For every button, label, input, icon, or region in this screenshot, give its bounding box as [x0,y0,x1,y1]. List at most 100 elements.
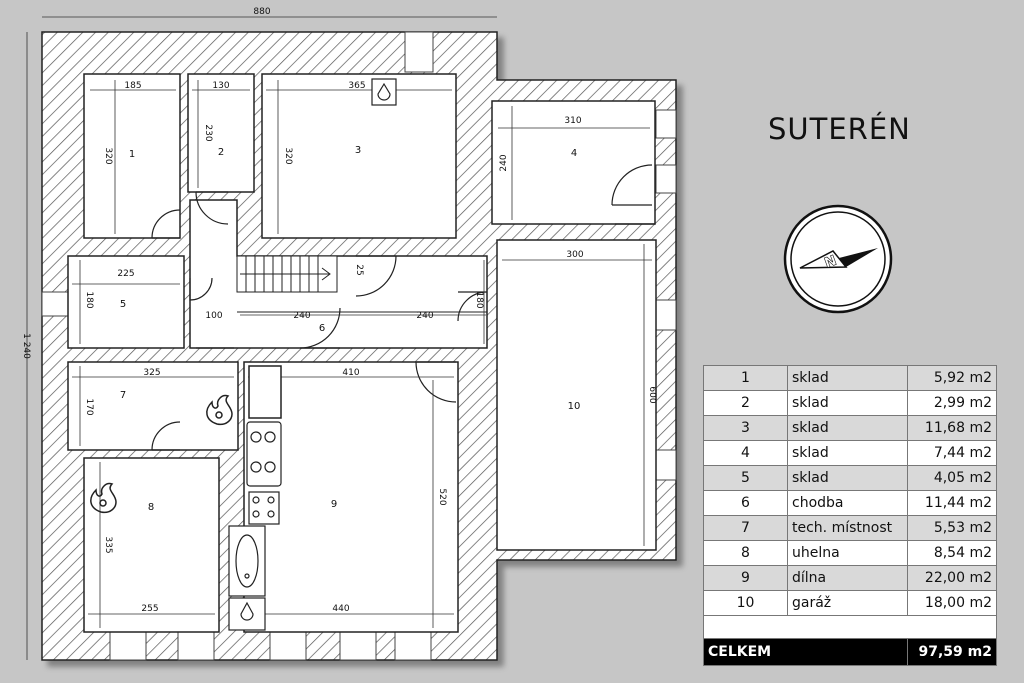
dim-520: 520 [437,488,447,505]
svg-text:N: N [822,253,838,272]
room-number-7: 7 [120,390,126,401]
room-name-cell: dílna [787,565,908,591]
dim-overall-height: 1 240 [21,333,31,359]
room-name-cell: sklad [787,390,908,416]
room-name-cell: sklad [787,440,908,466]
dim-600: 600 [647,386,657,403]
room-area-cell: 11,68 m2 [907,415,997,441]
room-num-cell: 8 [703,540,788,566]
room-3 [261,73,457,239]
dim-180-a: 180 [84,291,94,308]
room-number-5: 5 [120,299,126,310]
room-num-cell: 2 [703,390,788,416]
total-area: 97,59 m2 [907,638,997,666]
stove-icon [246,421,282,525]
sink-icon [228,525,266,597]
room-4 [491,100,656,225]
room-number-1: 1 [129,149,135,160]
total-label: CELKEM [703,638,908,666]
dim-240-a: 240 [499,154,509,171]
room-number-10: 10 [568,401,581,412]
dim-320-a: 320 [103,147,113,164]
dim-25: 25 [354,264,364,275]
room-10 [496,239,657,551]
dim-overall-width: 880 [253,7,270,17]
window-openings [41,31,677,661]
dim-185: 185 [124,81,141,91]
fire-icon-2 [90,482,117,514]
dim-170: 170 [84,398,94,415]
room-6 [189,199,488,349]
room-num-cell: 3 [703,415,788,441]
drain-icon [371,78,397,106]
dim-310: 310 [564,116,581,126]
room-number-9: 9 [331,499,337,510]
dim-230: 230 [203,124,213,141]
dim-180-b: 180 [474,291,484,308]
room-num-cell: 5 [703,465,788,491]
room-num-cell: 1 [703,365,788,391]
dim-365: 365 [348,81,365,91]
room-num-cell: 7 [703,515,788,541]
dim-335: 335 [103,536,113,553]
page-title: SUTERÉN [768,112,911,146]
room-num-cell: 6 [703,490,788,516]
room-area-cell: 22,00 m2 [907,565,997,591]
room-2 [187,73,255,193]
room-1 [83,73,181,239]
room-area-cell: 4,05 m2 [907,465,997,491]
dim-225: 225 [117,269,134,279]
room-8 [83,457,220,633]
room-number-8: 8 [148,502,154,513]
floor-drain-icon [228,597,266,631]
room-number-2: 2 [218,147,224,158]
dim-325: 325 [143,368,160,378]
room-5 [67,255,185,349]
dim-240-b: 240 [293,311,310,321]
room-name-cell: tech. místnost [787,515,908,541]
dim-300: 300 [566,250,583,260]
room-area-cell: 18,00 m2 [907,590,997,616]
room-name-cell: sklad [787,415,908,441]
total-row: CELKEM 97,59 m2 [703,638,997,666]
dim-440: 440 [332,604,349,614]
table-spacer [703,615,997,639]
north-arrow-icon: N [783,204,893,314]
doors [151,164,655,451]
room-num-cell: 10 [703,590,788,616]
room-area-cell: 5,53 m2 [907,515,997,541]
room-area-cell: 11,44 m2 [907,490,997,516]
room-area-cell: 2,99 m2 [907,390,997,416]
room-name-cell: sklad [787,465,908,491]
workbench [248,365,282,419]
room-area-cell: 7,44 m2 [907,440,997,466]
room-area-cell: 8,54 m2 [907,540,997,566]
room-number-3: 3 [355,145,361,156]
room-name-cell: garáž [787,590,908,616]
room-number-6: 6 [319,323,325,334]
room-number-4: 4 [571,148,577,159]
dim-410: 410 [342,368,359,378]
dim-240-c: 240 [416,311,433,321]
dim-320-b: 320 [283,147,293,164]
dimension-lines [26,16,652,660]
room-name-cell: chodba [787,490,908,516]
dim-130: 130 [212,81,229,91]
room-name-cell: uhelna [787,540,908,566]
room-area-cell: 5,92 m2 [907,365,997,391]
staircase [236,255,487,313]
fire-icon [206,394,233,426]
room-num-cell: 9 [703,565,788,591]
